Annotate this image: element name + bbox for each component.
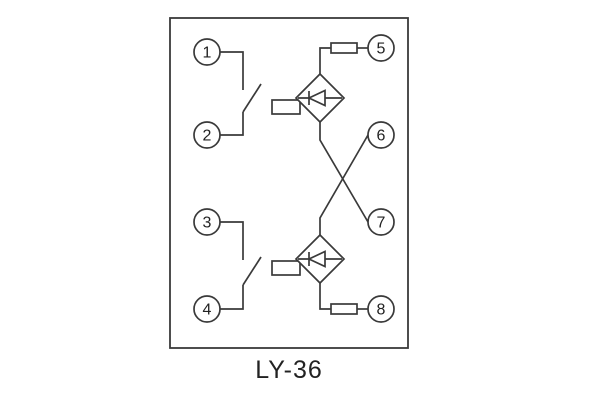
wire-rectifier-top-terminal7 <box>319 122 369 223</box>
terminal-3-circle <box>193 208 221 236</box>
terminal-5-label: 5 <box>377 41 386 58</box>
coil-bottom <box>271 260 301 276</box>
terminal-8-label: 8 <box>377 302 386 319</box>
terminal-6-label: 6 <box>377 128 386 145</box>
switch-upper-blade <box>242 83 262 113</box>
terminal-3: 3 <box>193 208 221 236</box>
switch-lower-blade <box>242 256 262 286</box>
terminal-4-label: 4 <box>203 302 212 319</box>
wire-terminal3-contact <box>220 221 244 260</box>
resistor-top <box>330 42 358 54</box>
terminal-8: 8 <box>367 295 395 323</box>
terminal-7-label: 7 <box>377 215 386 232</box>
terminal-1-label: 1 <box>203 45 212 62</box>
coil-top <box>271 99 301 115</box>
terminal-1-circle <box>193 38 221 66</box>
wire-terminal6-rectifier-bottom <box>319 134 369 235</box>
terminal-7-circle <box>367 208 395 236</box>
terminal-1: 1 <box>193 38 221 66</box>
wire-terminal4-contact <box>220 285 244 310</box>
wire-terminal2-contact <box>220 112 244 136</box>
terminal-6: 6 <box>367 121 395 149</box>
resistor-bottom <box>330 303 358 315</box>
wire-terminal1-contact <box>220 51 244 90</box>
diagram-title: LY-36 <box>255 356 323 384</box>
terminal-6-circle <box>367 121 395 149</box>
terminal-7: 7 <box>367 208 395 236</box>
diode-top-triangle <box>306 89 326 107</box>
diode-top <box>298 89 342 107</box>
diode-bottom <box>298 250 342 268</box>
diode-bottom-triangle <box>306 250 326 268</box>
wire-rectifier-top-resistor <box>319 47 331 74</box>
terminal-4-circle <box>193 295 221 323</box>
diagram-border <box>169 17 409 349</box>
terminal-2-circle <box>193 121 221 149</box>
terminal-2-label: 2 <box>203 128 212 145</box>
terminal-4: 4 <box>193 295 221 323</box>
terminal-3-label: 3 <box>203 215 212 232</box>
terminal-5: 5 <box>367 34 395 62</box>
terminal-2: 2 <box>193 121 221 149</box>
terminal-8-circle <box>367 295 395 323</box>
terminal-5-circle <box>367 34 395 62</box>
wire-rectifier-bottom-resistor <box>319 283 331 310</box>
